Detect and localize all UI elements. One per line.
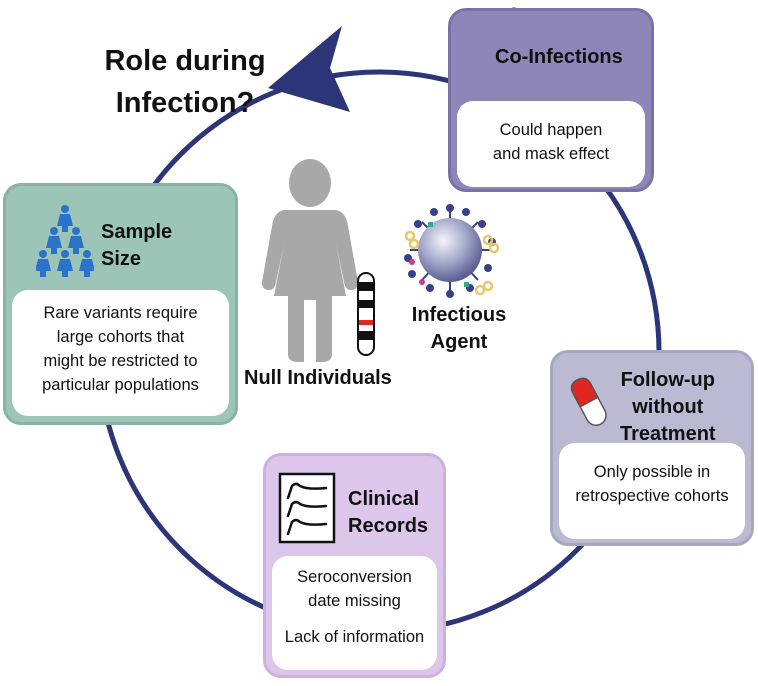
co-infections-body: Could happen and mask effect [457,101,645,187]
clinical-records-body-line1: Seroconversion [297,568,412,586]
follow-up-heading-line2: without [632,396,704,418]
clinical-records-heading-line1: Clinical [348,488,420,510]
clinical-records-heading-line2: Records [348,515,429,537]
infectious-agent-label: Infectious Agent [404,302,514,356]
person-silhouette-icon [262,159,358,362]
sample-size-body: Rare variants require large cohorts that… [12,290,229,416]
null-individuals-label: Null Individuals [244,367,392,389]
sample-size-body-line1: Rare variants require [43,304,198,322]
main-question: Role during Infection? [70,40,300,124]
sample-size-heading-line1: Sample [101,221,173,243]
chromosome-icon [357,272,375,356]
sample-size-body-line4: particular populations [42,375,199,394]
clinical-records-card: Clinical Records Seroconversion date mis… [263,453,446,678]
clipboard-chart-icon [278,472,336,544]
follow-up-body: Only possible in retrospective cohorts [559,443,745,539]
people-pyramid-icon [36,205,94,277]
clinical-records-heading: Clinical Records [348,486,428,540]
clinical-records-body-line3: Lack of information [284,627,425,646]
cycle-arrowhead [268,26,350,112]
clinical-records-body-line2: date missing [308,591,401,610]
co-infections-heading: Co-Infections [495,46,623,68]
follow-up-body-line2: retrospective cohorts [575,486,729,505]
follow-up-heading-line3: Treatment [620,423,716,445]
sample-size-heading-line2: Size [101,248,142,270]
sample-size-heading: Sample Size [101,219,172,273]
follow-up-card: Follow-up without Treatment Only possibl… [550,350,754,546]
main-question-line1: Role during [104,45,266,77]
clinical-records-body: Seroconversion date missing Lack of info… [272,556,437,670]
follow-up-heading-line1: Follow-up [620,369,715,391]
sample-size-body-line3: might be restricted to [43,351,198,370]
virus-icon [404,204,500,298]
co-infections-card: Co-Infections Could happen and mask effe… [448,8,654,192]
capsule-icon [570,377,607,426]
main-question-line2: Infection? [115,87,255,120]
co-infections-body-line2: and mask effect [492,144,610,163]
follow-up-body-line1: Only possible in [593,463,711,481]
infectious-agent-label-line2: Agent [430,331,488,353]
sample-size-card: Sample Size Rare variants require large … [3,183,238,425]
infectious-agent-label-line1: Infectious [411,304,507,326]
sample-size-body-line2: large cohorts that [56,327,185,346]
follow-up-heading: Follow-up without Treatment [620,367,716,448]
co-infections-body-line1: Could happen [499,121,603,139]
